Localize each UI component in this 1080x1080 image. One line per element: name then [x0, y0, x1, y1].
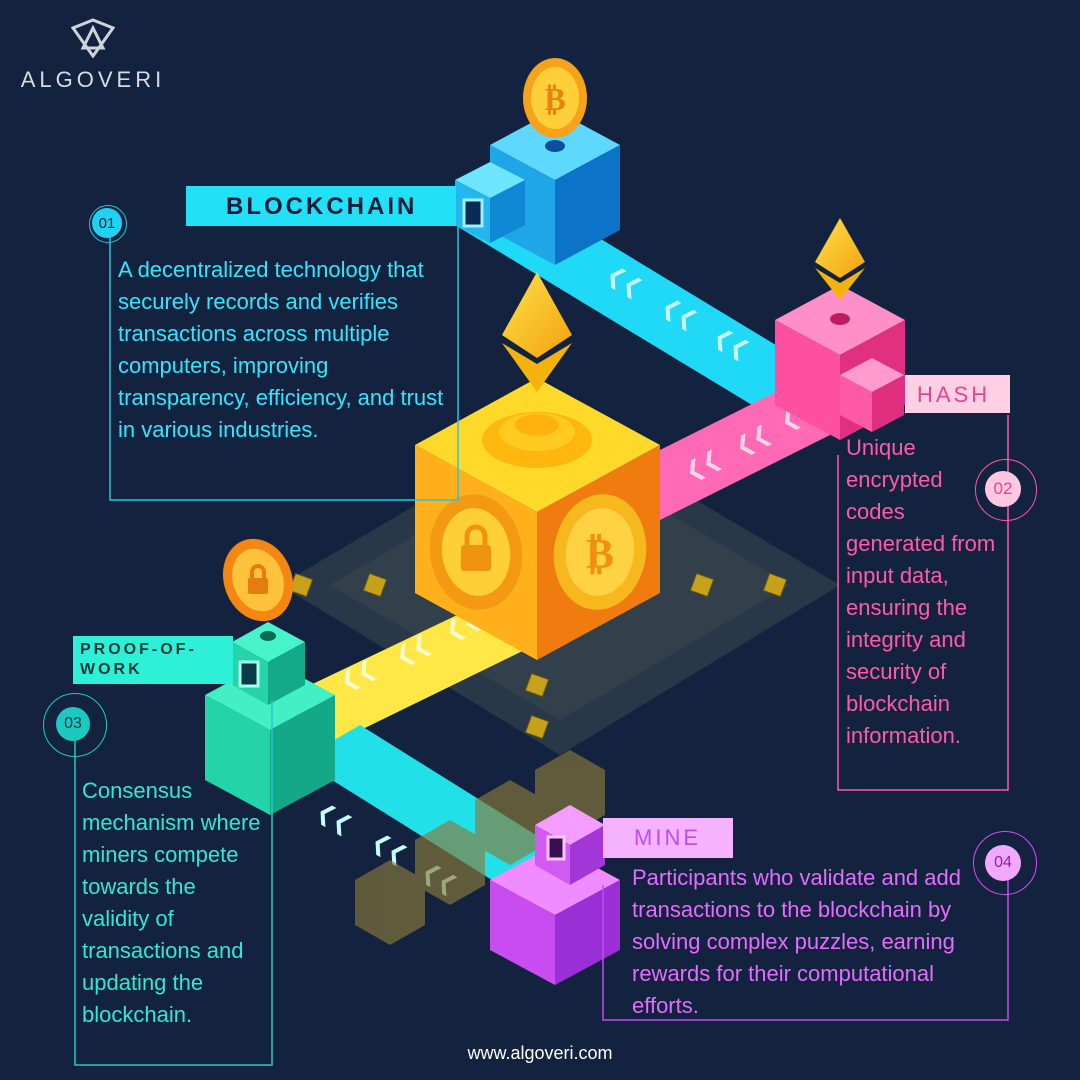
- blockchain-block: [455, 110, 620, 265]
- section-description-mine: Participants who validate and add transa…: [632, 865, 961, 1018]
- section-number-badge: 04: [985, 845, 1021, 881]
- section-description-blockchain: A decentralized technology that securely…: [118, 257, 444, 442]
- gold-nodes: [288, 572, 788, 740]
- section-title-mine: MINE: [634, 825, 701, 850]
- brand-name: ALGOVERI: [20, 67, 166, 92]
- central-gold-cube: ₿: [415, 378, 660, 660]
- svg-text:❮❮: ❮❮: [312, 799, 356, 839]
- section-number-ring: [975, 459, 1037, 521]
- shield-a-logo-icon: [70, 18, 116, 59]
- data-cubes: [355, 750, 605, 945]
- section-number-badge: 01: [92, 208, 122, 238]
- section-number-ring: [43, 693, 107, 757]
- ethereum-diamond-icon: [502, 272, 572, 392]
- ethereum-diamond-icon: [815, 218, 865, 300]
- connector-lines: [74, 225, 1009, 1066]
- svg-text:₿: ₿: [544, 80, 565, 118]
- title-bars: [73, 186, 1010, 858]
- section-description-hash: Unique encrypted codes generated from in…: [846, 435, 996, 748]
- section-title-hash: HASH: [917, 382, 991, 407]
- section-number-ring: [89, 205, 127, 243]
- section-description-proof-of-work: Consensus mechanism where miners compete…: [82, 778, 261, 1027]
- proof-of-work-block: [205, 622, 335, 815]
- svg-text:₿: ₿: [586, 529, 614, 578]
- brand-header: ALGOVERI: [18, 18, 168, 93]
- hash-block: [775, 285, 905, 440]
- section-number-badge: 03: [56, 707, 90, 741]
- section-number-badge: 02: [985, 471, 1021, 507]
- footer-url: www.algoveri.com: [467, 1043, 613, 1063]
- bitcoin-coin-icon: [222, 538, 294, 622]
- section-title-proof-of-work: PROOF-OF-WORK: [80, 641, 197, 678]
- section-number-ring: [973, 831, 1037, 895]
- section-title-blockchain: BLOCKCHAIN: [226, 193, 418, 220]
- padlock-icon: [461, 524, 491, 571]
- bitcoin-coin-icon: ₿: [523, 58, 587, 138]
